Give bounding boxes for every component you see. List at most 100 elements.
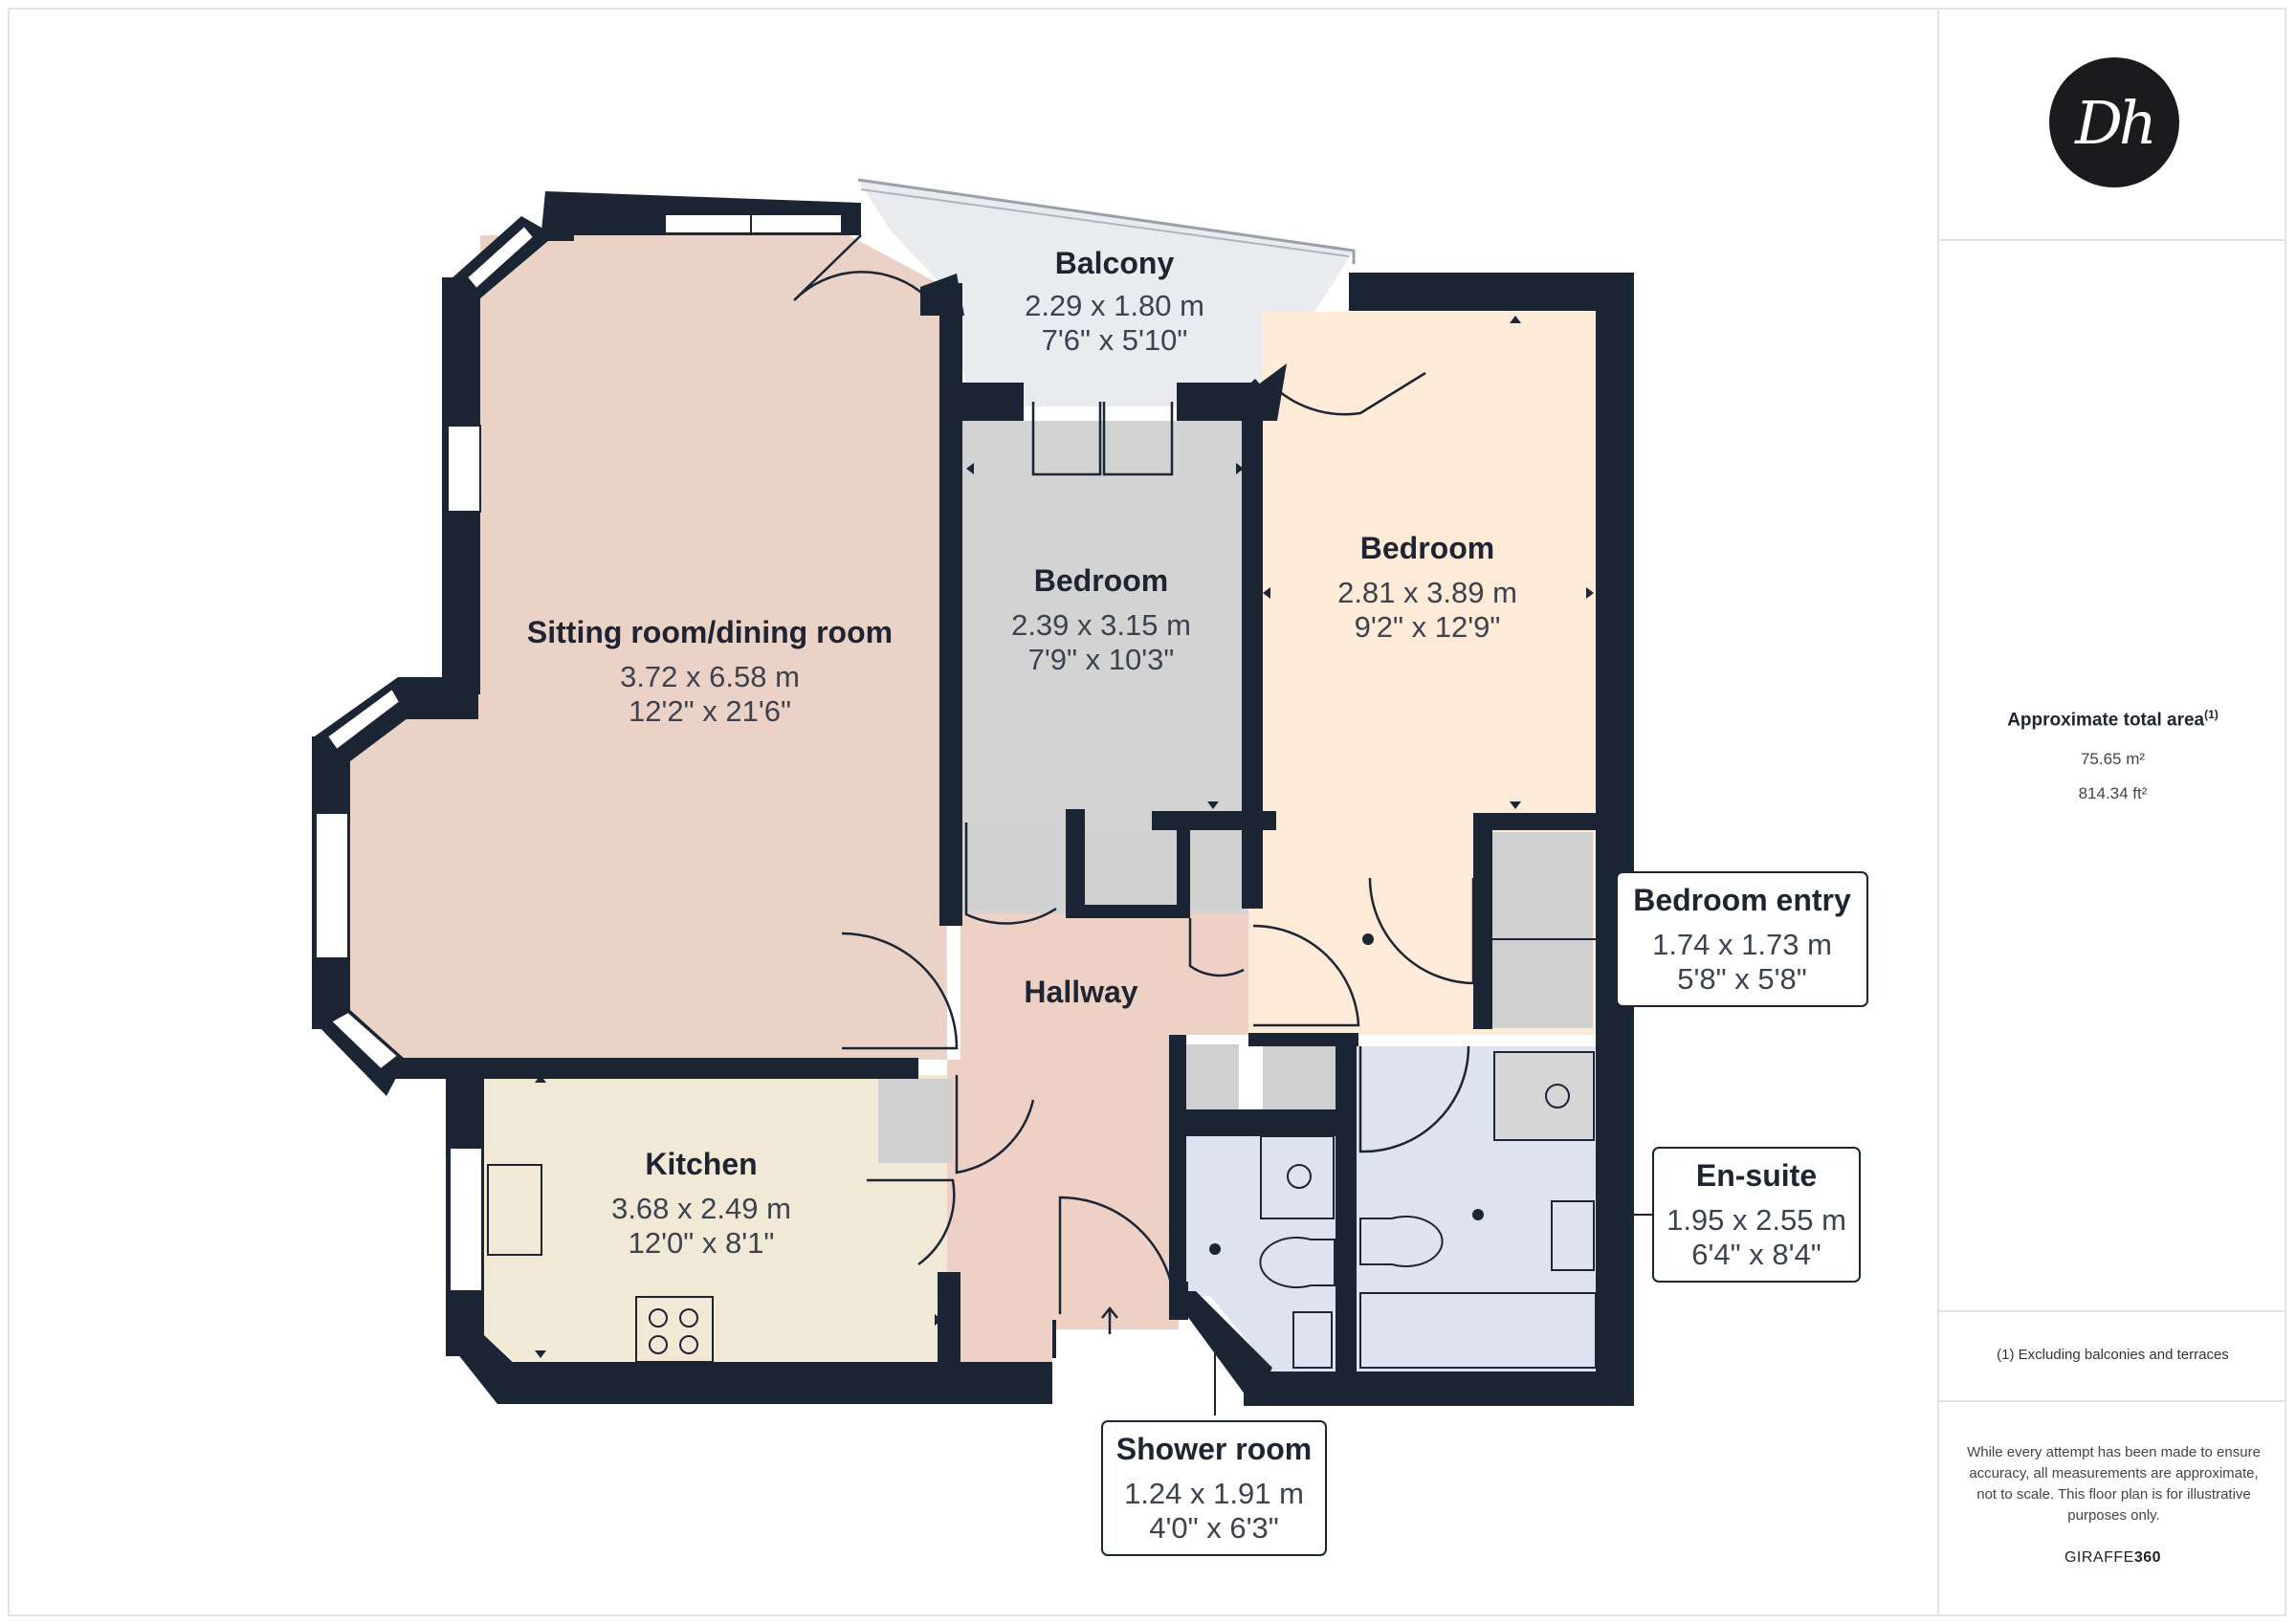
measure-markers <box>535 316 1594 1358</box>
sitting-room-floor <box>344 235 947 1060</box>
balcony-imperial: 7'6" x 5'10" <box>1042 323 1188 357</box>
total-area-title-text: Approximate total area <box>2007 710 2205 731</box>
ensuite-bath-icon <box>1359 1292 1597 1369</box>
wall-right <box>1596 273 1634 1405</box>
window-sitting-left-diag <box>325 687 402 752</box>
wall-shower-bottom <box>1244 1372 1634 1406</box>
total-area-imperial: 814.34 ft² <box>2078 784 2148 802</box>
floorplan-drawing: Balcony 2.29 x 1.80 m 7'6" x 5'10" Sitti… <box>312 178 1868 1556</box>
total-area-title: Approximate total area(1) <box>1939 708 2286 731</box>
balcony-name: Balcony <box>1055 246 1175 280</box>
wall-hall-k-right <box>938 1272 960 1362</box>
wall-bed1-top-left <box>960 383 1024 421</box>
wall-hall-mid <box>1169 1130 1186 1293</box>
door-hall-right <box>1188 918 1245 977</box>
window-sitting-bl <box>329 1010 400 1071</box>
brand-prefix: GIRAFFE <box>2064 1549 2134 1566</box>
ensuite-toilet-icon <box>1359 1216 1444 1267</box>
hob-ring-icon <box>679 1335 698 1354</box>
sitting-room-name: Sitting room/dining room <box>527 615 893 649</box>
wall-sitting-bl-diag <box>312 1010 406 1096</box>
wall-cupboard-bottom <box>1066 905 1188 918</box>
door-kitchen-cupboard <box>867 1178 956 1266</box>
wall-sitting-notch <box>398 677 478 719</box>
window-sitting-left <box>447 425 481 513</box>
wall-cupboard-right <box>1177 828 1190 918</box>
cupboard-2 <box>1188 832 1242 909</box>
wall-bed2-top <box>1349 273 1634 311</box>
doors <box>793 234 1475 1315</box>
hob-ring-icon <box>679 1308 698 1328</box>
kitchen-metric: 3.68 x 2.49 m <box>611 1192 791 1225</box>
balcony-floor <box>858 180 1354 406</box>
bedroom-entry-callout <box>1616 871 1868 1007</box>
entry-arrow-icon <box>1101 1306 1118 1334</box>
balcony-railing <box>857 178 1356 264</box>
sitting-room-metric: 3.72 x 6.58 m <box>620 660 800 693</box>
wall-bed1-bottom <box>1066 809 1085 914</box>
bedroom-large-name: Bedroom <box>1360 531 1494 565</box>
ensuite-callout <box>1652 1147 1861 1283</box>
sidebar-divider <box>1939 1310 2286 1312</box>
bedroom-entry-metric: 1.74 x 1.73 m <box>1652 928 1832 961</box>
wall-ensuite-cup-left <box>1473 813 1492 1029</box>
window-sitting-top-2 <box>750 213 843 234</box>
kitchen-floor <box>483 1075 947 1362</box>
cupboard-kitchen <box>878 1079 953 1163</box>
room-fills <box>344 180 1598 1372</box>
bedroom-entry-name: Bedroom entry <box>1633 883 1851 917</box>
wall-bed2-top-left <box>1253 363 1287 421</box>
window-sitting-top-1 <box>664 213 752 234</box>
logo-text: Dh <box>2075 87 2157 158</box>
sitting-room-imperial: 12'2" x 21'6" <box>629 694 791 728</box>
door-kitchen-hall <box>955 1075 1035 1174</box>
hob-ring-icon <box>649 1335 668 1354</box>
door-ensuite <box>1358 1045 1470 1153</box>
ensuite-metric: 1.95 x 2.55 m <box>1667 1203 1846 1237</box>
hob-ring-icon <box>649 1308 668 1328</box>
wall-shower-right <box>1336 1035 1357 1372</box>
wall-ensuite-cup-top <box>1473 813 1596 830</box>
bedroom-entry-imperial: 5'8" x 5'8" <box>1677 962 1807 996</box>
ensuite-name: En-suite <box>1696 1158 1817 1193</box>
wall-kitchen-bottom <box>497 1362 1052 1404</box>
fixtures <box>487 1051 1597 1369</box>
door-bedroom1-hall <box>964 823 1057 925</box>
door-bedroom2-balcony <box>1269 371 1426 416</box>
shower-room-metric: 1.24 x 1.91 m <box>1124 1477 1304 1510</box>
door-hall-front <box>1058 1196 1177 1315</box>
info-sidebar: Dh Approximate total area(1) 75.65 m² 81… <box>1937 8 2286 1616</box>
ensuite-basin-icon <box>1551 1200 1595 1271</box>
shower-tray-icon <box>1260 1135 1335 1219</box>
shower-drain-icon <box>1287 1164 1312 1189</box>
balcony-metric: 2.29 x 1.80 m <box>1025 289 1204 322</box>
window-kitchen <box>449 1147 483 1292</box>
toilet-icon <box>1259 1237 1336 1288</box>
ensuite-imperial: 6'4" x 8'4" <box>1691 1238 1821 1271</box>
cupboard-ensuite <box>1488 832 1593 1028</box>
balcony-rail-inner <box>860 188 1350 257</box>
shower-room-name: Shower room <box>1116 1432 1312 1466</box>
sidebar-divider <box>1939 1400 2286 1402</box>
wall-bed-divider <box>1242 411 1263 909</box>
cupboard-hall-r2 <box>1263 1044 1344 1111</box>
sidebar-divider <box>1939 239 2286 241</box>
ensuite-drain-icon <box>1545 1084 1570 1108</box>
wall-sitting-bottom <box>383 1058 918 1079</box>
door-bedroom2-entry <box>1368 877 1475 985</box>
wall-shower-top <box>1169 1109 1351 1136</box>
brand-mark: GIRAFFE360 <box>1939 1549 2286 1567</box>
cupboard-3 <box>964 823 1056 911</box>
shower-tray-ensuite <box>1494 1052 1592 1138</box>
wall-cupboard-top <box>1152 811 1276 830</box>
window-bay-left <box>315 812 349 959</box>
door-bedroom-entry <box>1252 924 1360 1027</box>
bedroom-large-metric: 2.81 x 3.89 m <box>1337 576 1517 609</box>
wall-sitting-right-top <box>920 274 964 316</box>
door-sitting-hall <box>841 932 959 1050</box>
wall-hall-bottom-stub <box>1052 1320 1056 1358</box>
footnote-mark: (1) <box>2204 708 2219 721</box>
hallway-name: Hallway <box>1024 975 1137 1009</box>
shower-room-callout <box>1101 1420 1327 1556</box>
kitchen-imperial: 12'0" x 8'1" <box>629 1226 775 1260</box>
